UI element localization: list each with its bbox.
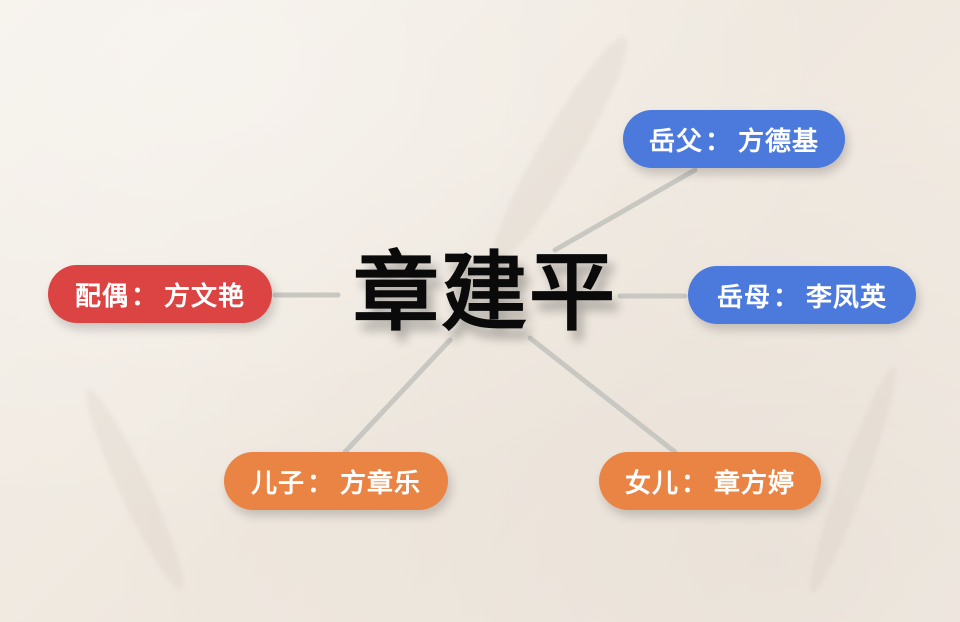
center-person-name: 章建平 [353,243,617,343]
node-spouse[interactable]: 配偶：方文艳 [48,265,272,323]
relation-person-name: 方章乐 [340,468,422,499]
node-son[interactable]: 儿子：方章乐 [224,452,448,510]
relation-role: 女儿 [624,468,679,499]
connector-son [342,337,453,455]
relation-separator: ： [306,468,334,499]
connector-daughter [527,335,678,455]
relation-person-name: 方德基 [738,126,820,157]
relation-person-name: 章方婷 [714,468,796,499]
connector-father-in-law [552,167,698,253]
relation-separator: ： [772,282,800,313]
relation-role: 配偶 [74,281,129,312]
relation-separator: ： [680,468,708,499]
relation-role: 岳父 [648,126,703,157]
node-daughter[interactable]: 女儿：章方婷 [599,452,821,510]
relation-person-name: 方文艳 [164,281,246,312]
relation-person-name: 李凤英 [806,282,888,313]
relation-separator: ： [130,281,158,312]
relation-role: 岳母 [716,282,771,313]
relation-role: 儿子 [250,468,305,499]
node-father-in-law[interactable]: 岳父：方德基 [623,110,845,168]
node-mother-in-law[interactable]: 岳母：李凤英 [688,266,916,324]
relation-separator: ： [704,126,732,157]
